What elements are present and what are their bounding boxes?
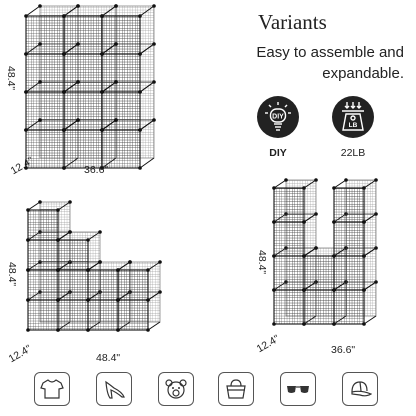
variant-2-shelf-image (26, 200, 162, 332)
variant-1-height-label: 48.4" (5, 66, 17, 91)
teddy-bear-icon (158, 372, 194, 406)
variant-2-height-label: 48.4" (6, 262, 18, 287)
sunglasses-icon (280, 372, 316, 406)
cap-icon (342, 372, 378, 406)
handbag-icon (218, 372, 254, 406)
variant-2-width-label: 48.4" (96, 352, 121, 364)
tagline-line-2: expandable. (322, 65, 404, 82)
variant-1-width-label: 36.6" (84, 164, 109, 176)
variant-3-depth-label: 12.4" (254, 332, 282, 356)
variant-3-height-label: 48.4" (256, 250, 268, 275)
lb-icon-text: LB (349, 122, 358, 129)
tagline-line-1: Easy to assemble and (256, 44, 404, 61)
diy-icon-text: DIY (272, 114, 284, 121)
variant-2-depth-label: 12.4" (6, 342, 34, 366)
feature-label-weight: 22LB (340, 147, 366, 159)
diy-bulb-icon: DIY (257, 96, 299, 138)
variants-title: Variants (258, 10, 327, 34)
high-heel-icon (96, 372, 132, 406)
feature-label-diy: DIY (269, 147, 287, 159)
variant-3-width-label: 36.6" (331, 344, 356, 356)
weight-scale-icon: LB (332, 96, 374, 138)
variant-1-shelf-image (24, 4, 156, 170)
variant-3-shelf-image (272, 178, 378, 326)
tshirt-icon (34, 372, 70, 406)
